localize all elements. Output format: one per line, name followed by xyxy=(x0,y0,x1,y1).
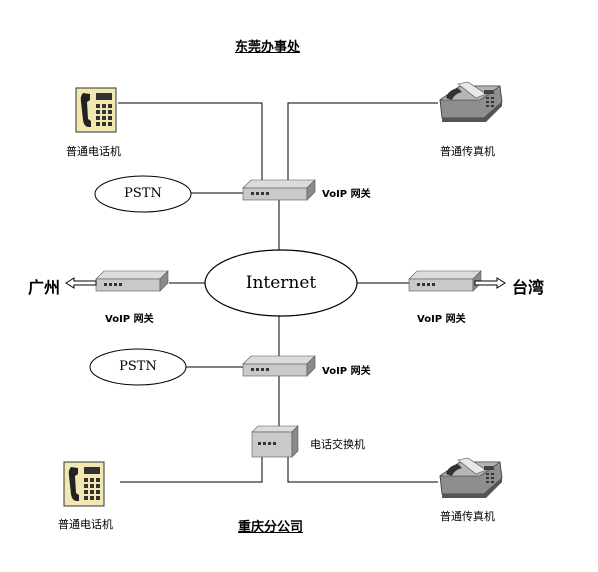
fax-machine-icon xyxy=(439,457,503,499)
internet-cloud xyxy=(204,249,358,317)
voip-gateway-icon xyxy=(242,355,316,377)
line-phone-top-gateway xyxy=(118,102,263,180)
gateway-left-label: VoIP 网关 xyxy=(105,314,154,325)
desk-phone-icon xyxy=(75,87,117,133)
gateway-bottom-label: VoIP 网关 xyxy=(322,366,371,377)
line-switch-fax-bottom xyxy=(287,457,438,483)
arrow-icon xyxy=(65,277,97,289)
voip-gateway-icon xyxy=(408,270,482,292)
pstn-bottom-label: PSTN xyxy=(119,359,157,374)
telephone-switch-icon xyxy=(251,425,299,458)
fax-machine-icon xyxy=(439,81,503,123)
phone-top-label: 普通电话机 xyxy=(66,145,121,158)
pstn-cloud-top xyxy=(94,175,192,213)
city-right: 台湾 xyxy=(512,278,545,297)
pstn-top-label: PSTN xyxy=(124,186,162,201)
switch-label: 电话交换机 xyxy=(310,438,365,451)
gateway-right-label: VoIP 网关 xyxy=(417,314,466,325)
internet-label: Internet xyxy=(245,273,317,293)
arrow-icon xyxy=(474,277,506,289)
voip-gateway-icon xyxy=(242,179,316,201)
pstn-cloud-bottom xyxy=(89,348,187,386)
line-switch-phone-bottom xyxy=(120,457,263,483)
city-left: 广州 xyxy=(28,278,61,297)
connection-lines xyxy=(118,102,438,483)
fax-top-label: 普通传真机 xyxy=(440,145,495,158)
voip-gateway-icon xyxy=(95,270,169,292)
phone-bottom-label: 普通电话机 xyxy=(58,518,113,531)
title-bottom: 重庆分公司 xyxy=(238,520,304,535)
line-fax-top-gateway xyxy=(287,102,438,180)
desk-phone-icon xyxy=(63,461,105,507)
gateway-top-label: VoIP 网关 xyxy=(322,189,371,200)
title-top: 东莞办事处 xyxy=(235,40,301,55)
fax-bottom-label: 普通传真机 xyxy=(440,510,495,523)
